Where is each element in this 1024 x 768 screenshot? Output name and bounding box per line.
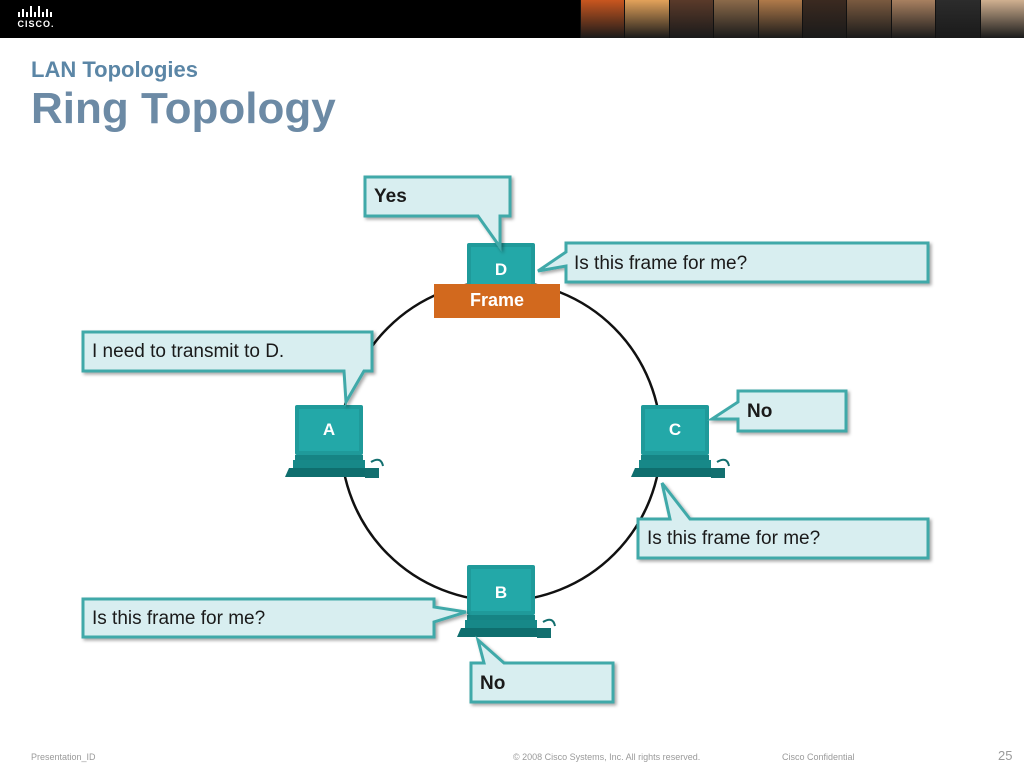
node-b-label: B [495, 583, 507, 602]
banner-photo [802, 0, 847, 38]
banner-photo [668, 0, 714, 38]
callout-c-question-text: Is this frame for me? [647, 528, 820, 549]
ring-cable [339, 279, 663, 603]
section-title: LAN Topologies [31, 57, 199, 82]
banner-photo [935, 0, 980, 38]
top-banner: CISCO. [0, 0, 1024, 38]
callout-b-no [469, 635, 615, 704]
slide-title: Ring Topology [31, 84, 336, 133]
node-d-label: D [495, 260, 507, 279]
footer-presentation-id: Presentation_ID [31, 752, 96, 762]
banner-photo [846, 0, 891, 38]
banner-photo [580, 0, 625, 38]
photo-strip [580, 0, 1024, 38]
banner-photo [979, 0, 1024, 38]
callout-a-transmit-text: I need to transmit to D. [92, 341, 284, 362]
callout-d-yes [363, 175, 512, 252]
footer-confidential: Cisco Confidential [782, 752, 855, 762]
node-b-pc: B [456, 564, 556, 639]
callout-b-no-text: No [480, 673, 505, 694]
frame-packet: Frame [434, 284, 560, 318]
cisco-bridge-icon [18, 6, 52, 17]
callout-b-question-text: Is this frame for me? [92, 608, 265, 629]
callout-b-question [81, 597, 467, 639]
banner-photo [890, 0, 936, 38]
callout-c-no-text: No [747, 401, 772, 422]
cisco-logo: CISCO. [12, 4, 60, 34]
banner-photo [757, 0, 803, 38]
node-d-pc: D [456, 242, 556, 317]
node-c-label: C [669, 420, 681, 439]
frame-label: Frame [470, 290, 524, 310]
callout-d-yes-text: Yes [374, 186, 407, 207]
node-c-pc: C [630, 404, 730, 479]
callout-c-no [706, 389, 848, 433]
node-a-pc: A [284, 404, 384, 479]
node-a-label: A [323, 420, 335, 439]
banner-photo [713, 0, 758, 38]
page-number: 25 [998, 748, 1013, 763]
logo-wordmark: CISCO. [17, 19, 55, 29]
callout-d-question-text: Is this frame for me? [574, 253, 747, 274]
banner-photo [624, 0, 669, 38]
callout-d-question [537, 241, 930, 284]
footer-copyright: © 2008 Cisco Systems, Inc. All rights re… [513, 752, 701, 762]
callout-a-transmit [81, 330, 374, 408]
callout-c-question [636, 482, 930, 560]
